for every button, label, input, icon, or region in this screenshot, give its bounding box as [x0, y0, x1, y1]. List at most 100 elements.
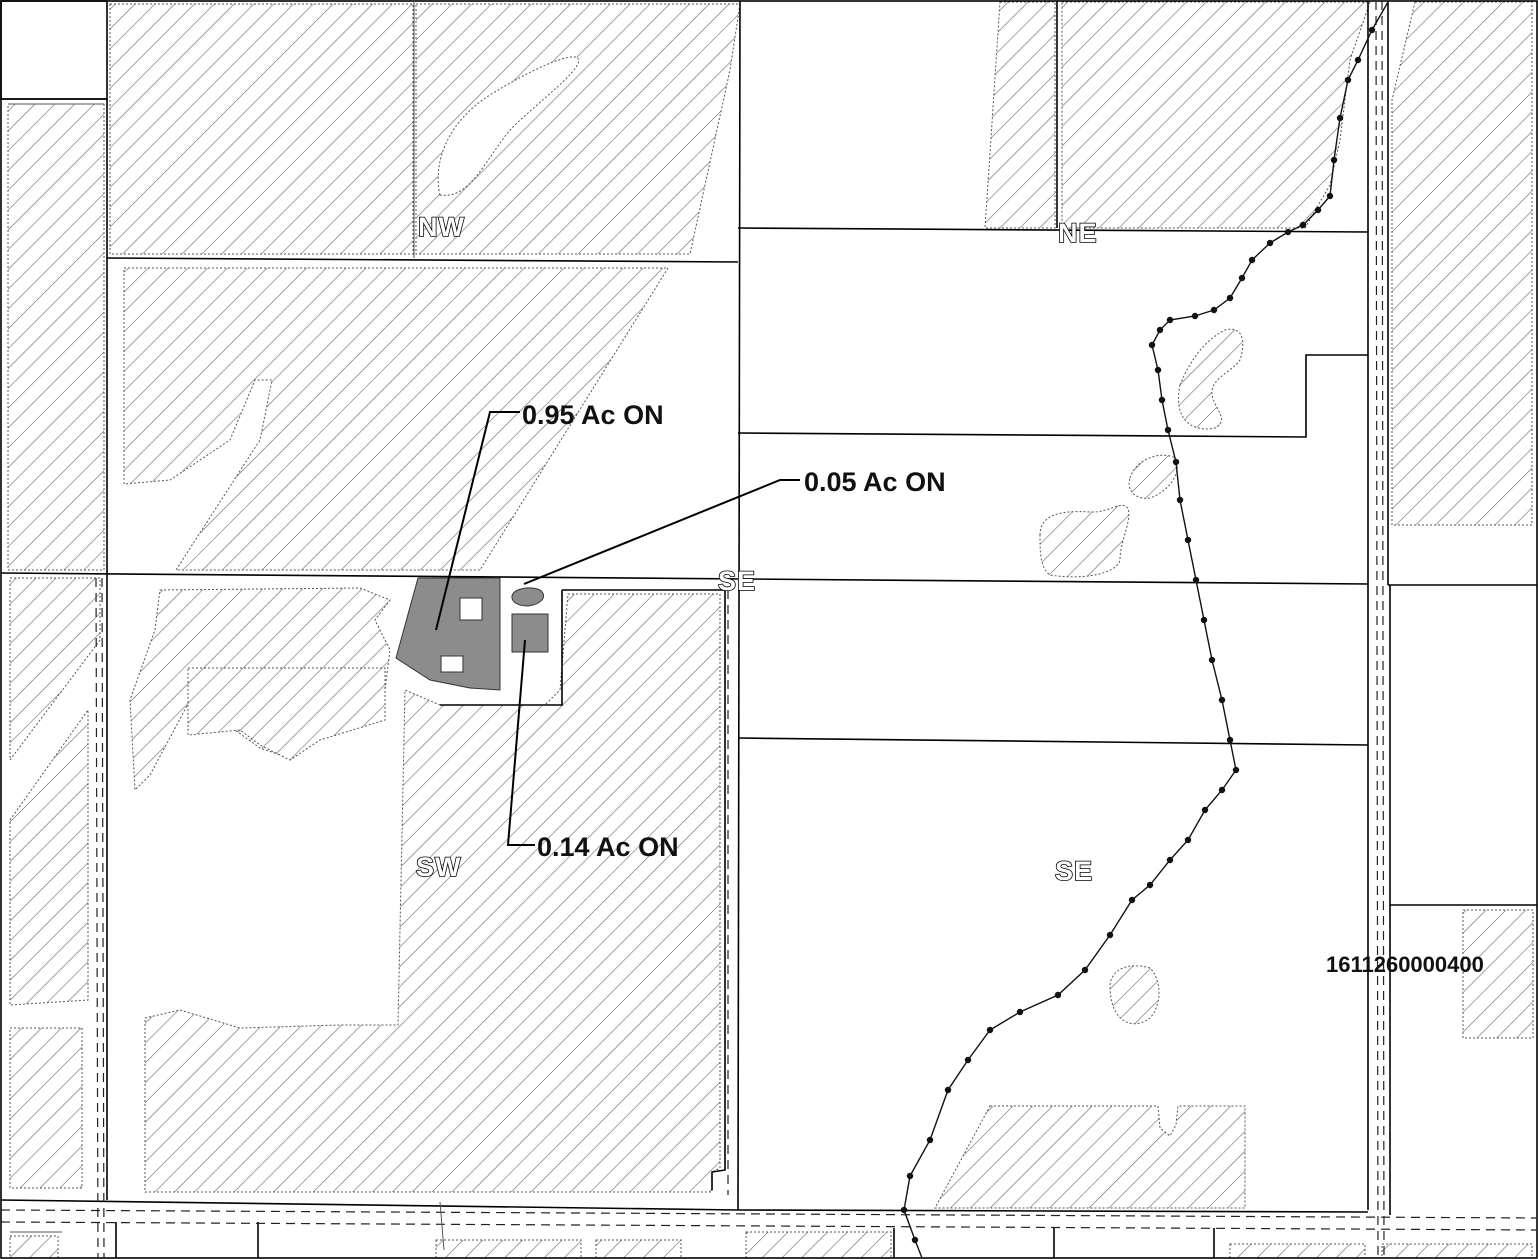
quarter-label-se-top: SE: [718, 566, 756, 596]
trail-vertex: [1081, 966, 1089, 974]
wetland-area: [934, 1105, 1246, 1209]
leader-line-a1: [435, 411, 520, 631]
trail-vertex: [1166, 856, 1174, 864]
wetland-area: [595, 1239, 682, 1259]
trail-vertex: [1336, 114, 1344, 122]
trail-vertex: [906, 1172, 914, 1180]
area-label-095: 0.95 Ac ON: [522, 400, 664, 430]
leader-line-a3: [506, 639, 535, 846]
trail-vertex: [1314, 206, 1322, 214]
quarter-line: [0, 572, 1369, 585]
parcel-boundary: [737, 1209, 1369, 1213]
trail-vertex: [1238, 274, 1246, 282]
wetland-area: [109, 3, 414, 255]
trail-vertex: [1106, 931, 1114, 939]
trail-vertex: [1226, 736, 1234, 744]
wetland-area: [1039, 504, 1130, 578]
quarter-label-ne: NE: [1058, 218, 1098, 248]
wetland-area: [745, 1231, 892, 1259]
trail-vertex: [944, 1086, 952, 1094]
wetland-area: [1391, 1, 1533, 526]
trail-vertex: [1148, 341, 1156, 349]
parcel-number-label: 1611260000400: [1326, 952, 1484, 977]
trail-vertex: [1166, 316, 1174, 324]
trail-vertex: [1299, 221, 1307, 229]
map-labels: NW NE SE SW SE 0.95 Ac ON 0.05 Ac ON 0.1…: [415, 211, 1484, 977]
trail-vertex: [1156, 326, 1164, 334]
wetland-area: [9, 708, 89, 1006]
trail-vertex: [986, 1026, 994, 1034]
trail-vertex: [1184, 536, 1192, 544]
trail-vertex: [926, 1136, 934, 1144]
area-label-005: 0.05 Ac ON: [804, 467, 946, 497]
leader-line-a2: [523, 479, 800, 585]
trail-vertex: [1054, 991, 1062, 999]
trail-vertex: [1248, 256, 1256, 264]
parcel-boundary: [737, 354, 1368, 438]
trail-vertex: [1344, 76, 1352, 84]
parcel-boundary: [106, 257, 739, 263]
trail-vertex: [1232, 766, 1240, 774]
wetland-gap: [437, 56, 580, 196]
onsite-area-medium: [511, 613, 549, 653]
area-label-014: 0.14 Ac ON: [537, 832, 679, 862]
trail-vertex: [1176, 496, 1184, 504]
trail-vertex: [1354, 56, 1362, 64]
parcel-boundary: [1, 98, 108, 1200]
trail-vertex: [1326, 192, 1334, 200]
trail-vertex: [911, 1236, 919, 1244]
building-footprint: [440, 655, 464, 673]
road-edge: [0, 1209, 1538, 1219]
trail-vertex: [1208, 656, 1216, 664]
onsite-area-small: [511, 587, 544, 607]
trail-vertex: [1016, 1008, 1024, 1016]
section-line: [737, 0, 741, 1211]
wetland-area: [1061, 1, 1371, 229]
trail-vertex: [1218, 786, 1226, 794]
trail-vertex: [1154, 366, 1162, 374]
wetland-area: [187, 667, 386, 761]
trail-vertex: [1266, 239, 1274, 247]
parcel-boundary: [0, 1199, 739, 1211]
trail-vertex: [1164, 426, 1172, 434]
wetland-area: [123, 267, 669, 571]
wetland-area: [1229, 1243, 1366, 1259]
trail-vertices: [900, 26, 1376, 1244]
trail-vertex: [1218, 696, 1226, 704]
wetland-area: [1462, 909, 1534, 1039]
trail-vertex: [1200, 616, 1208, 624]
trail-vertex: [1146, 881, 1154, 889]
trail-vertex: [1201, 806, 1209, 814]
trail-vertex: [900, 1206, 908, 1214]
wetland-area: [144, 593, 721, 1193]
parcel-boundary: [737, 737, 1369, 746]
trail-vertex: [1284, 228, 1292, 236]
wetland-area: [7, 103, 105, 571]
road-edge: [0, 1221, 1538, 1231]
trail-vertex: [1210, 306, 1218, 314]
onsite-areas: [395, 577, 549, 691]
road-edge: [101, 577, 105, 1259]
wetland-area: [1178, 328, 1244, 430]
trail-vertex: [1184, 836, 1192, 844]
wetland-area: [1381, 1243, 1533, 1259]
wetland-area: [1128, 454, 1178, 499]
trail-vertex: [1192, 576, 1200, 584]
building-footprint: [459, 597, 483, 621]
road-edge: [95, 577, 99, 1259]
quarter-label-sw: SW: [416, 852, 462, 882]
wetland-area: [9, 577, 101, 762]
quarter-label-nw: NW: [418, 212, 465, 242]
trail-vertex: [964, 1056, 972, 1064]
wetland-area: [9, 1235, 59, 1259]
trail-vertex: [1128, 896, 1136, 904]
trail-vertex: [1158, 396, 1166, 404]
trail-vertex: [1226, 294, 1234, 302]
wetland-area: [435, 1239, 582, 1259]
trail-vertex: [1191, 312, 1199, 320]
wetland-areas: [7, 1, 1534, 1259]
